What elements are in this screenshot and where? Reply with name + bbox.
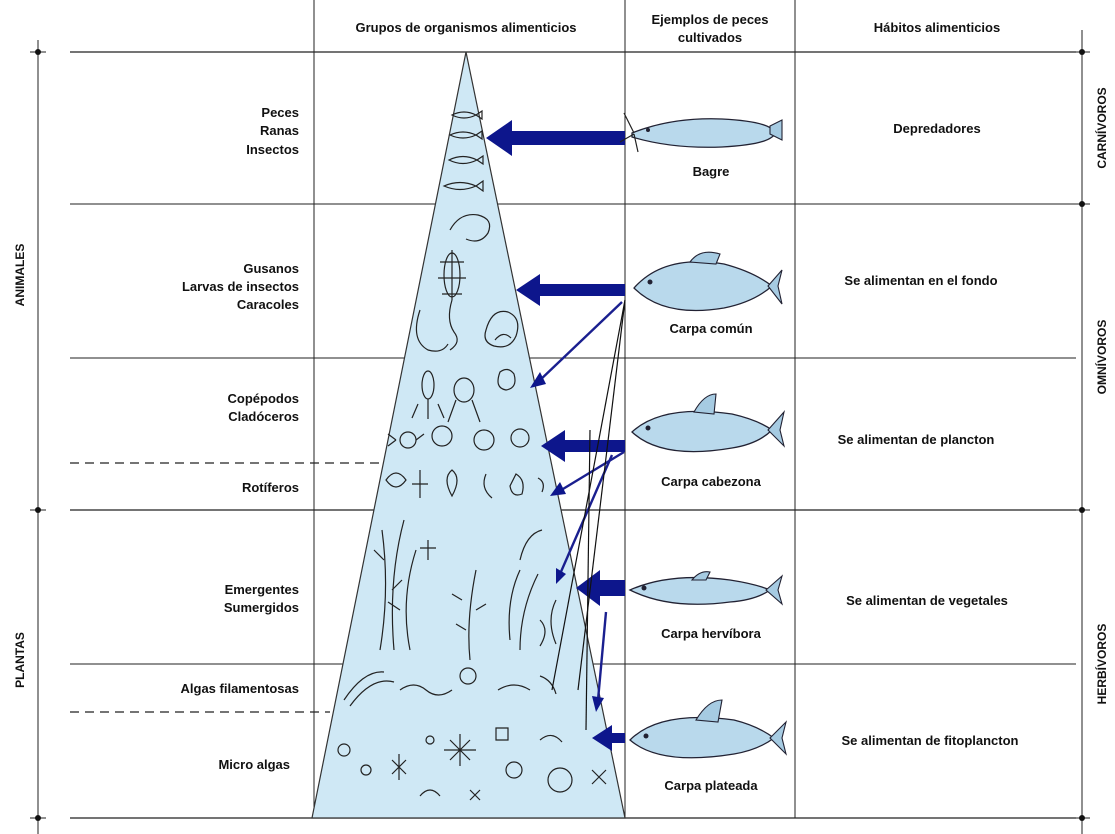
side-label-animales: ANIMALES bbox=[13, 244, 27, 307]
food-label-micro-algas: Micro algas bbox=[218, 757, 290, 772]
food-label-copepodos: Copépodos bbox=[228, 391, 300, 406]
header-fish-examples-line2: cultivados bbox=[678, 30, 742, 45]
header-fish-examples-line1: Ejemplos de peces bbox=[651, 12, 768, 27]
fish-name-carpa-comun: Carpa común bbox=[669, 321, 752, 336]
fish-name-carpa-cabezona: Carpa cabezona bbox=[661, 474, 761, 489]
fish-name-carpa-plateada: Carpa plateada bbox=[664, 778, 758, 793]
food-label-emergentes: Emergentes bbox=[225, 582, 299, 597]
food-label-caracoles: Caracoles bbox=[237, 297, 299, 312]
column-headers: Grupos de organismos alimenticios Ejempl… bbox=[355, 12, 1000, 45]
arrow-carpa-cabezona bbox=[541, 430, 625, 462]
carpa-hervibora-fish-icon bbox=[630, 572, 782, 605]
habit-vegetales: Se alimentan de vegetales bbox=[846, 593, 1008, 608]
bagre-fish-icon bbox=[620, 113, 782, 152]
carpa-comun-fish-icon bbox=[634, 252, 782, 310]
habit-fitoplancton: Se alimentan de fitoplancton bbox=[842, 733, 1019, 748]
side-label-herbivoros: HERBÍVOROS bbox=[1094, 624, 1109, 705]
carpa-cabezona-fish-icon bbox=[632, 394, 784, 452]
food-label-ranas: Ranas bbox=[260, 123, 299, 138]
side-label-carnivoros: CARNÍVOROS bbox=[1094, 87, 1109, 168]
side-label-plantas: PLANTAS bbox=[13, 632, 27, 688]
fish-name-carpa-hervibora: Carpa hervíbora bbox=[661, 626, 761, 641]
feeding-habit-labels: Depredadores Se alimentan en el fondo Se… bbox=[838, 121, 1019, 748]
fish-illustrations bbox=[620, 113, 786, 758]
food-label-sumergidos: Sumergidos bbox=[224, 600, 299, 615]
header-food-groups: Grupos de organismos alimenticios bbox=[355, 20, 576, 35]
arrow-carpa-hervibora bbox=[576, 570, 625, 606]
side-label-omnivoros: OMNÍVOROS bbox=[1094, 320, 1109, 395]
food-group-labels: Peces Ranas Insectos Gusanos Larvas de i… bbox=[181, 105, 300, 772]
fish-name-bagre: Bagre bbox=[693, 164, 730, 179]
habit-depredadores: Depredadores bbox=[893, 121, 980, 136]
habit-fondo: Se alimentan en el fondo bbox=[844, 273, 997, 288]
carpa-plateada-fish-icon bbox=[630, 700, 786, 758]
food-pyramid bbox=[312, 52, 625, 818]
food-label-rotiferos: Rotíferos bbox=[242, 480, 299, 495]
food-label-larvas: Larvas de insectos bbox=[182, 279, 299, 294]
food-label-gusanos: Gusanos bbox=[243, 261, 299, 276]
food-label-algas-filamentosas: Algas filamentosas bbox=[181, 681, 300, 696]
food-label-peces: Peces bbox=[261, 105, 299, 120]
food-label-insectos: Insectos bbox=[246, 142, 299, 157]
header-feeding-habits: Hábitos alimenticios bbox=[874, 20, 1000, 35]
arrow-carpa-comun bbox=[516, 274, 625, 306]
arrow-bagre bbox=[486, 120, 625, 156]
habit-plancton: Se alimentan de plancton bbox=[838, 432, 995, 447]
food-label-cladoceros: Cladóceros bbox=[228, 409, 299, 424]
